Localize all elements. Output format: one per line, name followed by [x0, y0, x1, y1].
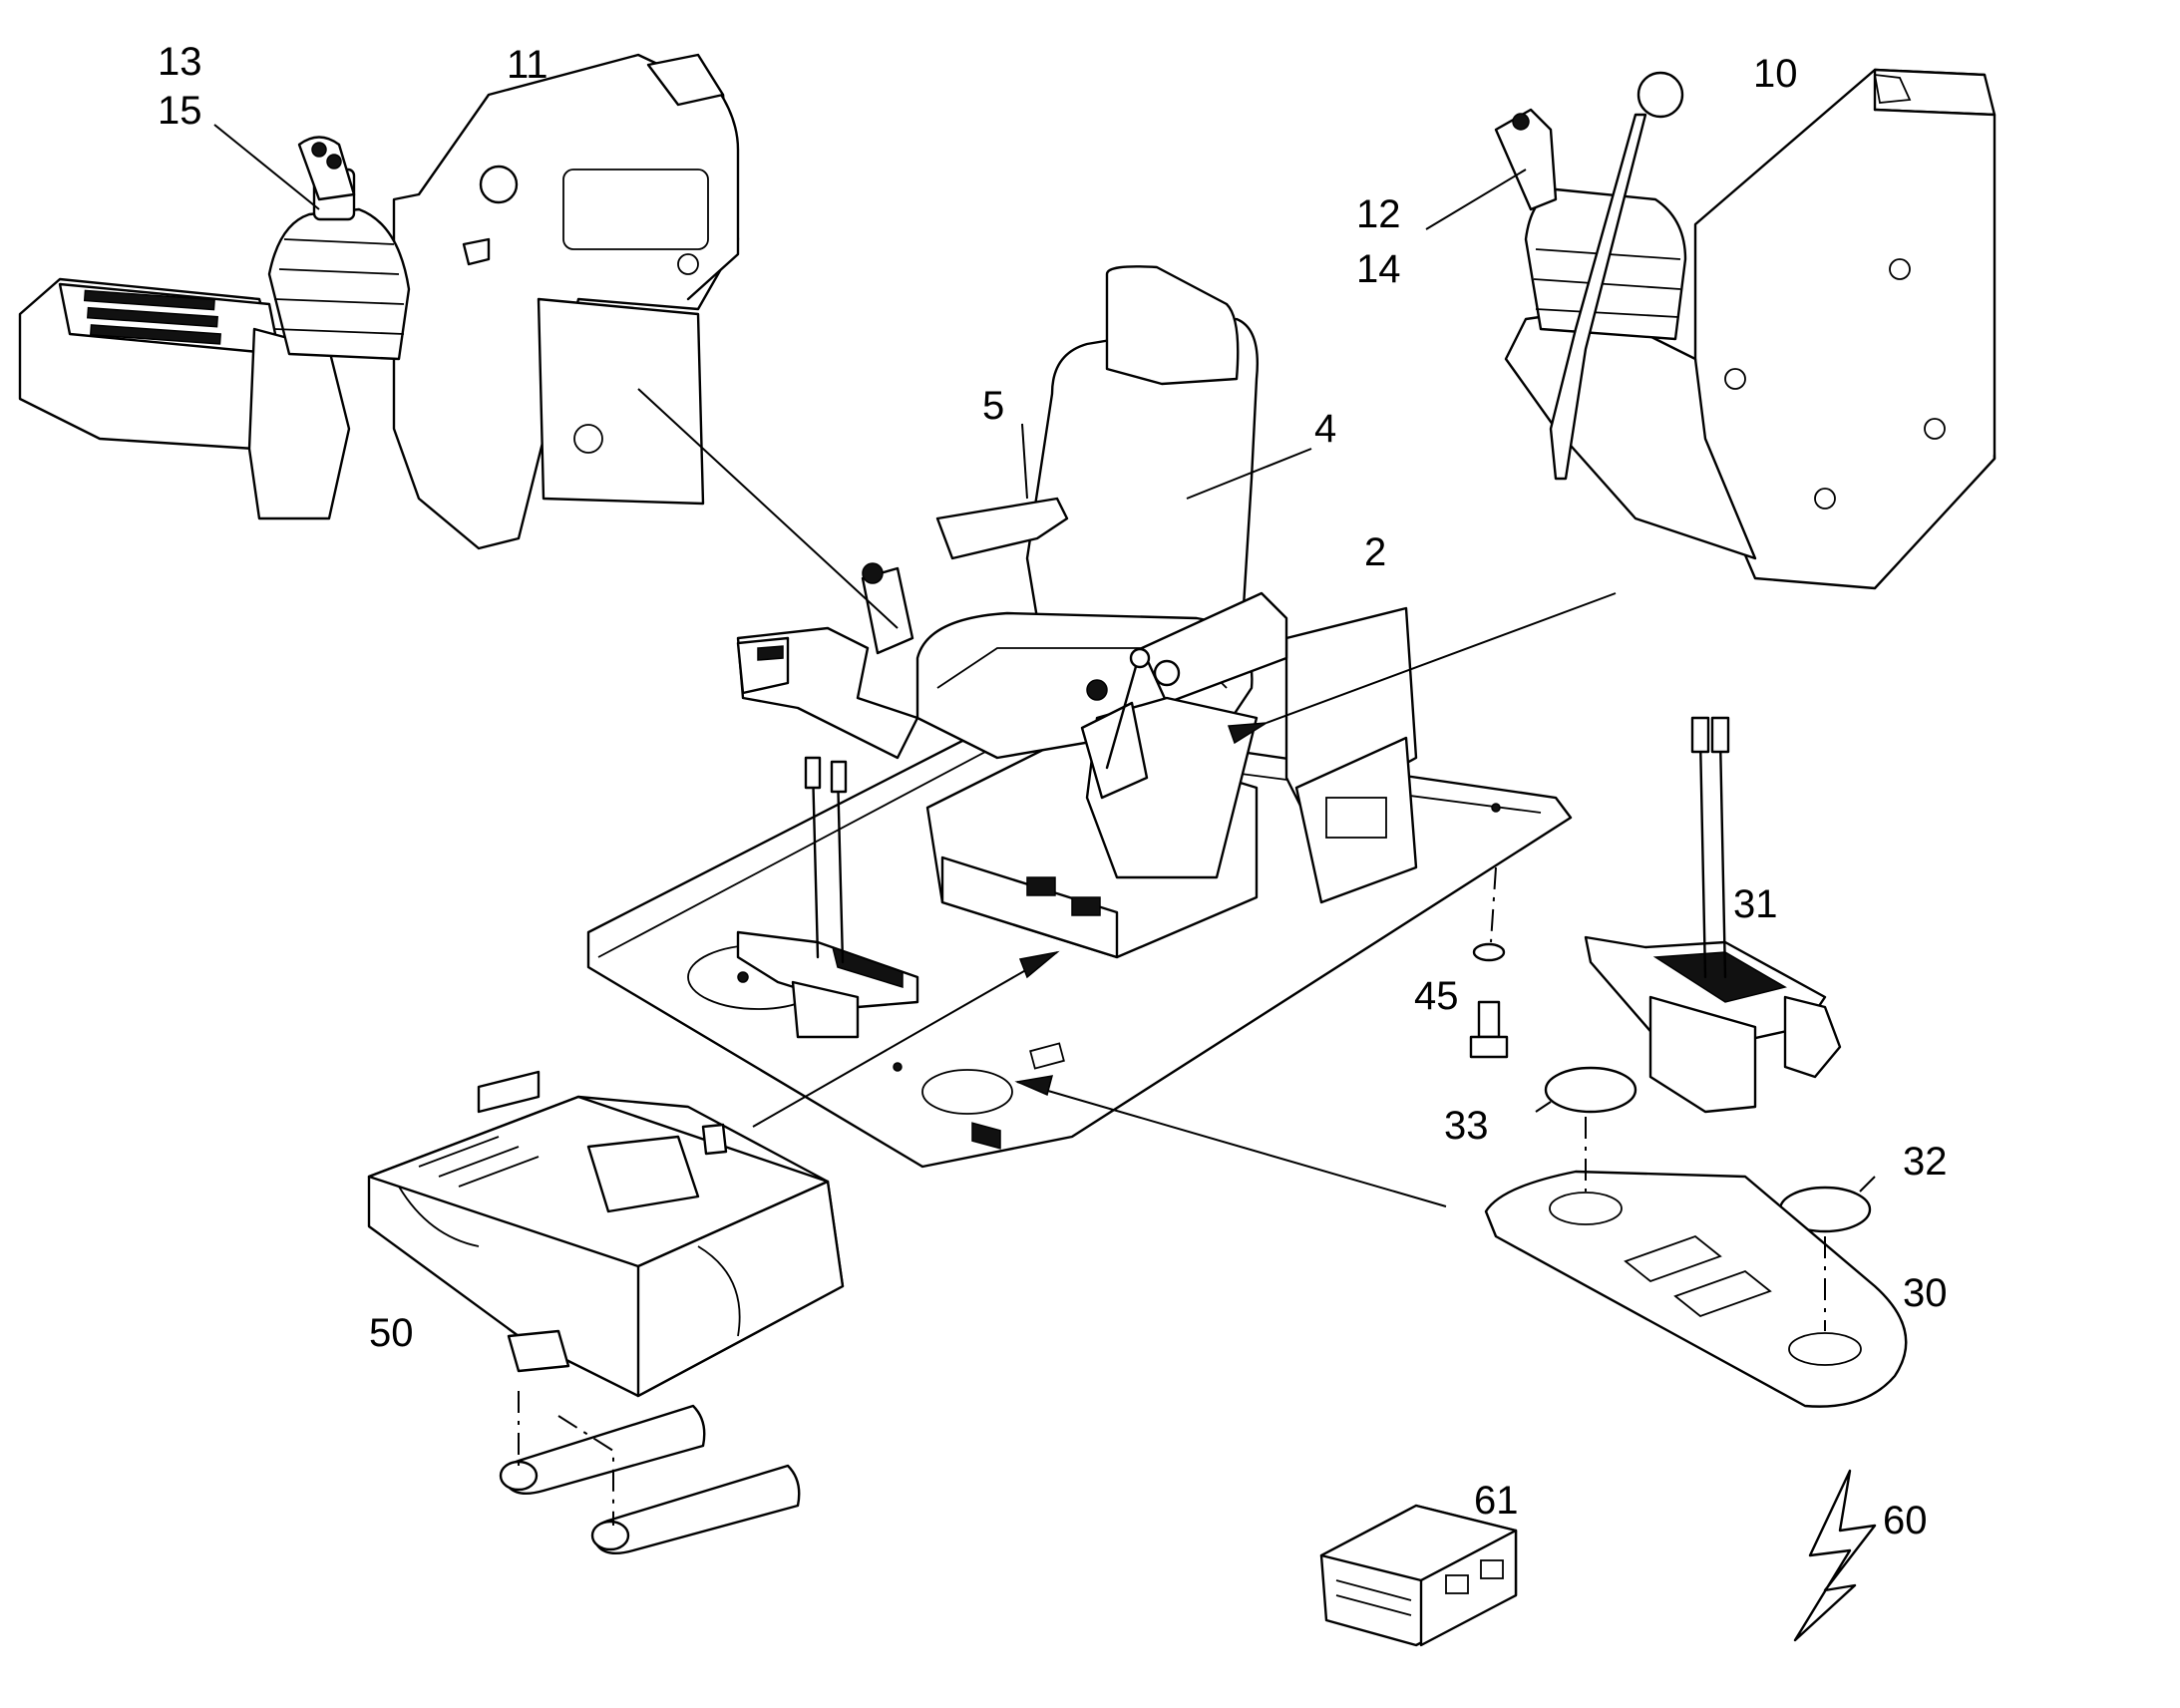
seat-left-console: [736, 562, 919, 760]
callout-15: 15: [158, 89, 202, 133]
callout-50: 50: [369, 1311, 414, 1355]
callout-61: 61: [1474, 1479, 1519, 1523]
callout-60: 60: [1883, 1499, 1928, 1542]
callout-31: 31: [1733, 882, 1778, 926]
left-control-console: [18, 53, 740, 550]
electronic-module: [1319, 1504, 1518, 1647]
mounting-plate: [1484, 1170, 1908, 1408]
callout-12: 12: [1356, 192, 1401, 236]
left-pedal-assembly: [736, 756, 919, 1039]
callout-10: 10: [1753, 52, 1798, 96]
callout-5: 5: [982, 384, 1004, 428]
callout-2: 2: [1364, 530, 1386, 574]
callout-32: 32: [1903, 1140, 1948, 1184]
right-pedal-assembly: [1584, 716, 1842, 1114]
control-unit: [367, 1070, 845, 1398]
seat-right-console: [1080, 647, 1259, 879]
callout-13: 13: [158, 40, 202, 84]
callout-4: 4: [1314, 407, 1336, 451]
right-control-console: [1494, 68, 1997, 590]
callout-33: 33: [1444, 1104, 1489, 1148]
hoses: [499, 1391, 801, 1555]
right-console-mount: [1284, 606, 1418, 904]
cover-plate-33: [1544, 1066, 1637, 1114]
callout-30: 30: [1903, 1271, 1948, 1315]
callout-45: 45: [1414, 974, 1459, 1018]
callout-labels: 13 15 11 10 12 14 5 4 2 31 45 33 32 30 5…: [158, 40, 1948, 1542]
callout-11: 11: [507, 43, 548, 87]
leader-lines: [213, 124, 1876, 1331]
callout-14: 14: [1356, 247, 1401, 291]
bolt-and-washer: [1469, 942, 1509, 1059]
lightning-bolt-icon: [1793, 1469, 1877, 1642]
